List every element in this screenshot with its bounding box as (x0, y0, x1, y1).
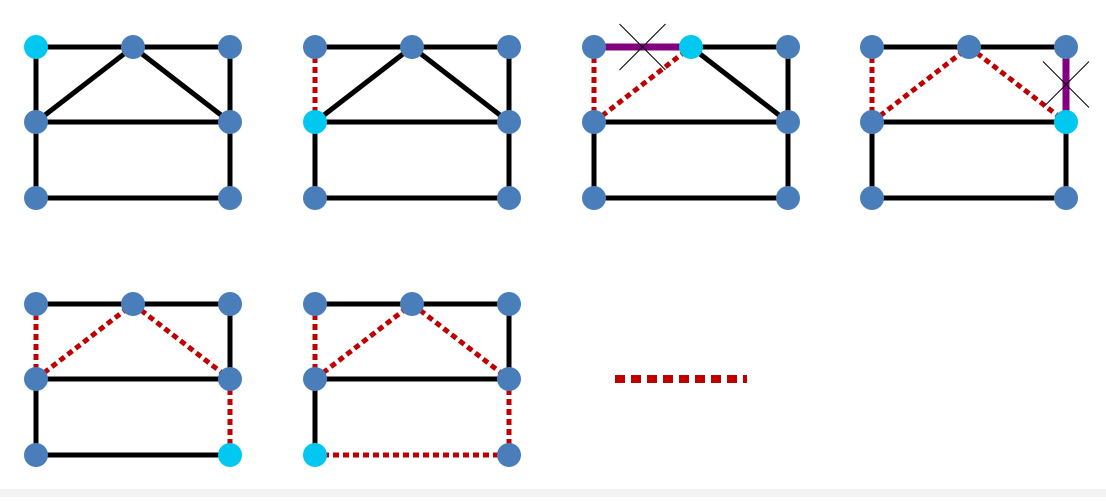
cross-mark-icon (1042, 61, 1090, 108)
vertex (218, 110, 242, 134)
vertex (497, 110, 521, 134)
vertex (497, 35, 521, 59)
traversed-edge (313, 302, 414, 381)
edge (131, 45, 232, 124)
vertex (303, 35, 327, 59)
cross-mark-icon (619, 23, 666, 71)
edge (689, 45, 790, 124)
vertex (218, 186, 242, 210)
panel-step-6 (303, 292, 521, 467)
edge (313, 45, 414, 124)
vertex (303, 186, 327, 210)
vertex (582, 35, 606, 59)
panel-step-2 (303, 35, 521, 210)
current-vertex (24, 35, 48, 59)
vertex (860, 35, 884, 59)
vertex (24, 292, 48, 316)
current-vertex (303, 110, 327, 134)
vertex (1054, 35, 1078, 59)
panel-step-1 (24, 35, 242, 210)
vertex (400, 292, 424, 316)
current-vertex (218, 443, 242, 467)
vertex (497, 443, 521, 467)
vertex (24, 110, 48, 134)
vertex (121, 292, 145, 316)
vertex (24, 367, 48, 391)
vertex (303, 292, 327, 316)
vertex (776, 110, 800, 134)
traversed-edge (592, 45, 693, 124)
vertex (776, 35, 800, 59)
vertex (303, 367, 327, 391)
panel-step-5 (24, 292, 242, 467)
vertex (1054, 186, 1078, 210)
traversed-edge (870, 45, 971, 124)
vertex (860, 110, 884, 134)
traversed-edge (410, 302, 511, 381)
vertex (497, 292, 521, 316)
current-vertex (1054, 110, 1078, 134)
current-vertex (303, 443, 327, 467)
vertex (497, 367, 521, 391)
panel-step-3 (582, 23, 800, 210)
traversed-edge (34, 302, 135, 381)
edge (410, 45, 511, 124)
vertex (24, 443, 48, 467)
footer-band (0, 489, 1106, 497)
vertex (218, 35, 242, 59)
panel-step-4 (860, 35, 1090, 210)
vertex (957, 35, 981, 59)
current-vertex (679, 35, 703, 59)
vertex (582, 186, 606, 210)
vertex (776, 186, 800, 210)
vertex (218, 292, 242, 316)
traversed-edge (967, 45, 1068, 124)
vertex (400, 35, 424, 59)
vertex (24, 186, 48, 210)
vertex (582, 110, 606, 134)
edge (34, 45, 135, 124)
vertex (121, 35, 145, 59)
vertex (860, 186, 884, 210)
vertex (497, 186, 521, 210)
traversed-edge (131, 302, 232, 381)
vertex (218, 367, 242, 391)
